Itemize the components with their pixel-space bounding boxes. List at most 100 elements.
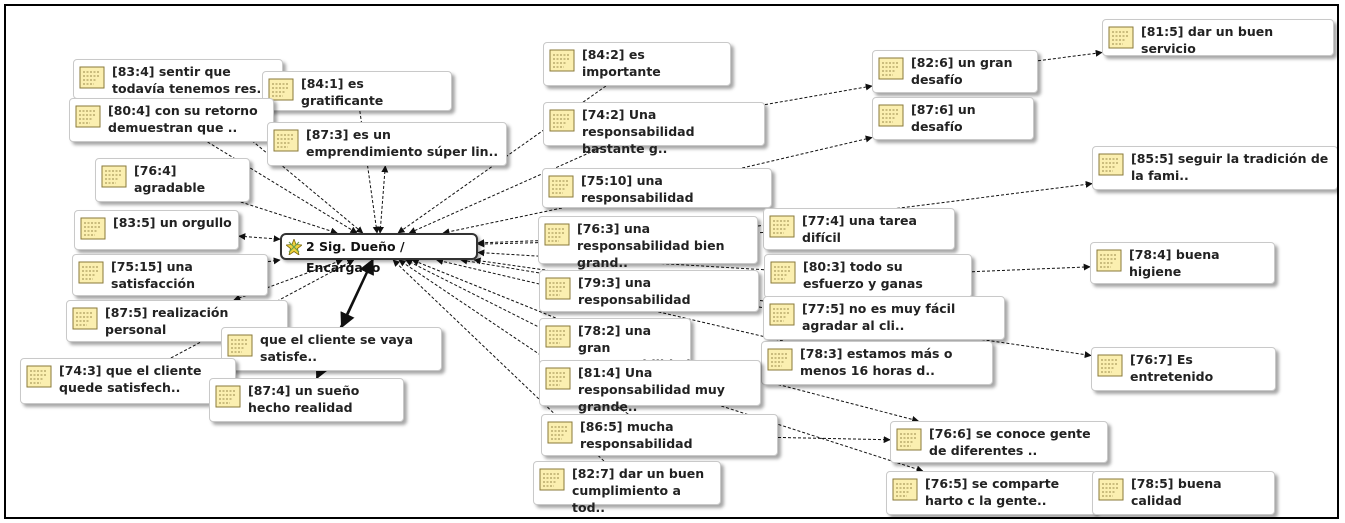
memo-note-icon: [892, 478, 918, 501]
memo-note-icon: [539, 468, 565, 491]
quotation-node[interactable]: [83:5] un orgullo: [74, 210, 239, 250]
quotation-node[interactable]: [79:3] una responsabilidad: [539, 270, 759, 312]
memo-note-icon: [72, 307, 98, 330]
quotation-node[interactable]: [75:10] una responsabilidad: [542, 168, 772, 208]
memo-note-icon: [101, 165, 127, 188]
quotation-label: [75:15] una satisfacción: [111, 259, 196, 291]
quotation-node[interactable]: [75:15] una satisfacción: [72, 254, 268, 296]
quotation-label: [87:4] un sueño hecho realidad: [248, 383, 360, 415]
quotation-label: [84:1] es gratificante: [301, 76, 384, 108]
quotation-label: [87:3] es un emprendimiento súper lin..: [306, 127, 499, 159]
edge-link: [1037, 49, 1103, 62]
quotation-node[interactable]: [80:3] todo su esfuerzo y ganas: [764, 254, 972, 298]
quotation-label: [77:4] una tarea difícil: [802, 213, 917, 245]
quotation-label: [86:5] mucha responsabilidad: [580, 419, 693, 451]
quotation-node[interactable]: [86:5] mucha responsabilidad: [541, 414, 778, 456]
memo-note-icon: [227, 334, 253, 357]
quotation-label: [83:4] sentir que todavía tenemos res..: [112, 64, 266, 96]
quotation-label: [74:2] Una responsabilidad bastante g..: [582, 107, 695, 156]
quotation-label: [76:5] se comparte harto c la gente..: [925, 476, 1060, 508]
quotation-node[interactable]: [87:3] es un emprendimiento súper lin..: [267, 122, 507, 166]
quotation-node[interactable]: [78:3] estamos más o menos 16 horas d..: [761, 341, 993, 385]
quotation-node[interactable]: [74:3] que el cliente quede satisfech..: [20, 358, 236, 404]
memo-note-icon: [878, 104, 904, 127]
quotation-label: [84:2] es importante: [582, 47, 661, 79]
quotation-label: [76:3] una responsabilidad bien grand..: [577, 221, 725, 270]
memo-note-icon: [75, 105, 101, 128]
network-canvas: 2 Sig. Dueño / Encargado [81:5] dar un b…: [4, 4, 1339, 519]
memo-note-icon: [268, 78, 294, 101]
edge-link: [240, 201, 338, 235]
memo-note-icon: [547, 421, 573, 444]
memo-note-icon: [549, 49, 575, 72]
quotation-node[interactable]: [84:1] es gratificante: [262, 71, 452, 111]
memo-note-icon: [769, 215, 795, 238]
memo-note-icon: [544, 223, 570, 246]
quotation-label: [77:5] no es muy fácil agradar al cli..: [802, 301, 956, 333]
memo-note-icon: [1097, 354, 1123, 377]
memo-note-icon: [1108, 26, 1134, 49]
quotation-label: [78:3] estamos más o menos 16 horas d..: [800, 346, 953, 378]
memo-note-icon: [770, 261, 796, 284]
quotation-label: [82:6] un gran desafío: [911, 55, 1013, 87]
quotation-node[interactable]: [74:2] Una responsabilidad bastante g..: [543, 102, 765, 156]
memo-note-icon: [878, 57, 904, 80]
quotation-node[interactable]: [77:4] una tarea difícil: [763, 208, 955, 250]
quotation-label: [76:7] Es entretenido: [1130, 352, 1214, 384]
edge-link: [971, 263, 1091, 273]
quotation-node[interactable]: [82:7] dar un buen cumplimiento a tod..: [533, 461, 721, 515]
edge-link: [267, 257, 281, 265]
memo-note-icon: [273, 129, 299, 152]
hub-label: 2 Sig. Dueño / Encargado: [306, 239, 405, 275]
quotation-label: [81:4] Una responsabilidad muy grande..: [578, 365, 725, 414]
edge-link: [460, 257, 540, 274]
quotation-label: [76:6] se conoce gente de diferentes ..: [929, 426, 1091, 458]
memo-note-icon: [769, 303, 795, 326]
memo-note-icon: [545, 277, 571, 300]
quotation-node[interactable]: [78:4] buena higiene: [1090, 242, 1275, 284]
quotation-node[interactable]: [76:7] Es entretenido: [1091, 347, 1276, 391]
quotation-node[interactable]: [76:6] se conoce gente de diferentes ..: [890, 421, 1108, 463]
quotation-node[interactable]: [83:4] sentir que todavía tenemos res..: [73, 59, 283, 99]
quotation-node[interactable]: [85:5] seguir la tradición de la fami..: [1092, 146, 1337, 190]
memo-note-icon: [545, 325, 571, 348]
quotation-label: [79:3] una responsabilidad: [578, 275, 691, 307]
quotation-label: [75:10] una responsabilidad: [581, 173, 694, 205]
quotation-label: [85:5] seguir la tradición de la fami..: [1131, 151, 1329, 183]
memo-note-icon: [78, 261, 104, 284]
quotation-node[interactable]: [76:5] se comparte harto c la gente..: [886, 471, 1096, 515]
edge-link: [238, 233, 281, 243]
quotation-node[interactable]: [82:6] un gran desafío: [872, 50, 1038, 93]
quotation-node[interactable]: [78:5] buena calidad: [1092, 471, 1275, 515]
quotation-node[interactable]: [81:5] dar un buen servicio: [1102, 19, 1334, 56]
quotation-node[interactable]: [81:4] Una responsabilidad muy grande..: [539, 360, 761, 414]
quotation-label: [80:3] todo su esfuerzo y ganas: [803, 259, 923, 291]
quotation-node[interactable]: [87:5] realización personal: [66, 300, 288, 342]
quotation-label: [76:4] agradable: [134, 163, 206, 195]
quotation-node[interactable]: que el cliente se vaya satisfe..: [221, 327, 442, 371]
quotation-node[interactable]: [77:5] no es muy fácil agradar al cli..: [763, 296, 1005, 340]
memo-note-icon: [1096, 249, 1122, 272]
quotation-node[interactable]: [80:4] con su retorno demuestran que ..: [69, 98, 274, 142]
memo-note-icon: [767, 348, 793, 371]
quotation-node[interactable]: [76:3] una responsabilidad bien grand..: [538, 216, 758, 270]
memo-note-icon: [1098, 153, 1124, 176]
quotation-node[interactable]: [78:2] una gran responsabilidad: [539, 318, 691, 372]
quotation-label: [87:5] realización personal: [105, 305, 229, 337]
memo-note-icon: [1098, 478, 1124, 501]
memo-note-icon: [215, 385, 241, 408]
star-family-icon: [286, 239, 302, 255]
edge-link: [377, 165, 389, 234]
quotation-label: [78:5] buena calidad: [1131, 476, 1222, 508]
quotation-node[interactable]: [76:4] agradable: [95, 158, 250, 202]
edge-link: [477, 240, 539, 248]
memo-note-icon: [545, 367, 571, 390]
edge-link: [411, 259, 556, 319]
quotation-node[interactable]: [87:6] un desafío: [872, 97, 1034, 140]
hub-node-dueno-encargado[interactable]: 2 Sig. Dueño / Encargado: [280, 233, 478, 275]
edge-link: [764, 83, 873, 106]
quotation-node[interactable]: [87:4] un sueño hecho realidad: [209, 378, 404, 422]
quotation-node[interactable]: [84:2] es importante: [543, 42, 731, 86]
quotation-label: [74:3] que el cliente quede satisfech..: [59, 363, 202, 395]
quotation-label: que el cliente se vaya satisfe..: [260, 332, 414, 364]
